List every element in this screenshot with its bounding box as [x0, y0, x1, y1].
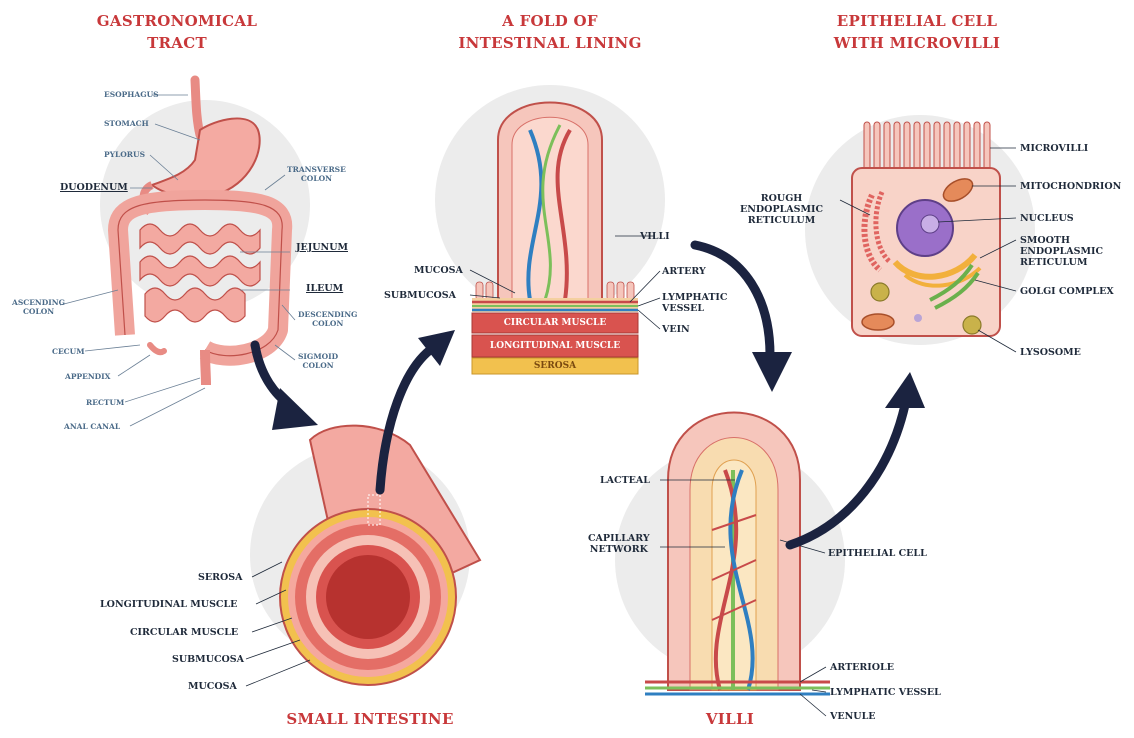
label-capillary-line2: NETWORK: [588, 544, 650, 555]
label-villi-lymphatic-vessel: LYMPHATIC VESSEL: [830, 687, 941, 698]
label-capillary-network: CAPILLARY NETWORK: [588, 533, 650, 555]
label-esophagus: ESOPHAGUS: [104, 90, 159, 99]
label-tube-submucosa: SUBMUCOSA: [172, 654, 244, 665]
title-intestinal-fold: A FOLD OF INTESTINAL LINING: [440, 10, 660, 54]
title-epithelial-cell: EPITHELIAL CELL WITH MICROVILLI: [812, 10, 1022, 54]
label-rough-er: ROUGH ENDOPLASMIC RETICULUM: [740, 193, 823, 226]
title-epithelial-line1: EPITHELIAL CELL: [812, 10, 1022, 32]
title-gastro-line2: TRACT: [82, 32, 272, 54]
label-ileum: ILEUM: [306, 283, 343, 294]
label-rough-er-line1: ROUGH: [740, 193, 823, 204]
label-fold-submucosa: SUBMUCOSA: [384, 290, 456, 301]
label-ascending-colon: ASCENDING COLON: [12, 298, 65, 316]
epithelial-cell-illustration: [840, 122, 1016, 352]
label-cecum: CECUM: [52, 347, 85, 356]
label-fold-artery: ARTERY: [662, 266, 706, 277]
label-pylorus: PYLORUS: [104, 150, 145, 159]
label-anal-canal: ANAL CANAL: [64, 422, 120, 431]
label-fold-vein: VEIN: [662, 324, 690, 335]
label-capillary-line1: CAPILLARY: [588, 533, 650, 544]
label-smooth-er-line1: SMOOTH: [1020, 235, 1103, 246]
label-epithelial-cell: EPITHELIAL CELL: [828, 548, 927, 559]
label-tube-serosa: SEROSA: [198, 572, 243, 583]
label-rough-er-line3: RETICULUM: [740, 215, 823, 226]
label-rectum: RECTUM: [86, 398, 124, 407]
label-smooth-er: SMOOTH ENDOPLASMIC RETICULUM: [1020, 235, 1103, 268]
label-lacteal: LACTEAL: [600, 475, 650, 486]
label-transverse-colon-line1: TRANSVERSE: [287, 165, 346, 174]
label-fold-lymphatic-line1: LYMPHATIC: [662, 292, 727, 303]
title-fold-line2: INTESTINAL LINING: [440, 32, 660, 54]
label-smooth-er-line3: RETICULUM: [1020, 257, 1103, 268]
label-smooth-er-line2: ENDOPLASMIC: [1020, 246, 1103, 257]
label-duodenum: DUODENUM: [60, 182, 128, 193]
label-ascending-colon-line1: ASCENDING: [12, 298, 65, 307]
label-fold-villi: VILLI: [640, 231, 670, 242]
label-sigmoid-colon: SIGMOID COLON: [298, 352, 338, 370]
label-fold-mucosa: MUCOSA: [414, 265, 463, 276]
label-arteriole: ARTERIOLE: [830, 662, 894, 673]
arrowhead-villi-to-cell: [885, 372, 925, 408]
label-microvilli: MICROVILLI: [1020, 143, 1088, 154]
title-epithelial-line2: WITH MICROVILLI: [812, 32, 1022, 54]
title-villi: VILLI: [690, 708, 770, 730]
title-gastro-tract: GASTRONOMICAL TRACT: [82, 10, 272, 54]
label-transverse-colon-line2: COLON: [287, 174, 346, 183]
label-tube-mucosa: MUCOSA: [188, 681, 237, 692]
arrowhead-tract-to-tube: [272, 388, 318, 430]
label-sigmoid-colon-line2: COLON: [298, 361, 338, 370]
label-rough-er-line2: ENDOPLASMIC: [740, 204, 823, 215]
label-fold-lymphatic-vessel: LYMPHATIC VESSEL: [662, 292, 727, 314]
title-fold-line1: A FOLD OF: [440, 10, 660, 32]
label-tube-circular-muscle: CIRCULAR MUSCLE: [130, 627, 238, 638]
label-tube-longitudinal-muscle: LONGITUDINAL MUSCLE: [100, 599, 237, 610]
label-transverse-colon: TRANSVERSE COLON: [287, 165, 346, 183]
label-descending-colon: DESCENDING COLON: [298, 310, 357, 328]
label-ascending-colon-line2: COLON: [12, 307, 65, 316]
label-fold-lymphatic-line2: VESSEL: [662, 303, 727, 314]
title-gastro-line1: GASTRONOMICAL: [82, 10, 272, 32]
label-lysosome: LYSOSOME: [1020, 347, 1081, 358]
label-appendix: APPENDIX: [65, 372, 111, 381]
label-mitochondrion: MITOCHONDRION: [1020, 181, 1121, 192]
label-descending-colon-line2: COLON: [298, 319, 357, 328]
label-stomach: STOMACH: [104, 119, 149, 128]
label-golgi-complex: GOLGI COMPLEX: [1020, 286, 1114, 297]
band-serosa: SEROSA: [472, 358, 638, 374]
label-descending-colon-line1: DESCENDING: [298, 310, 357, 319]
band-circular-muscle: CIRCULAR MUSCLE: [472, 315, 638, 332]
title-small-intestine: SMALL INTESTINE: [270, 708, 470, 730]
label-venule: VENULE: [830, 711, 876, 722]
label-sigmoid-colon-line1: SIGMOID: [298, 352, 338, 361]
label-nucleus: NUCLEUS: [1020, 213, 1074, 224]
arrowhead-fold-to-villi: [752, 352, 792, 392]
label-jejunum: JEJUNUM: [296, 242, 348, 253]
band-longitudinal-muscle: LONGITUDINAL MUSCLE: [472, 338, 638, 355]
